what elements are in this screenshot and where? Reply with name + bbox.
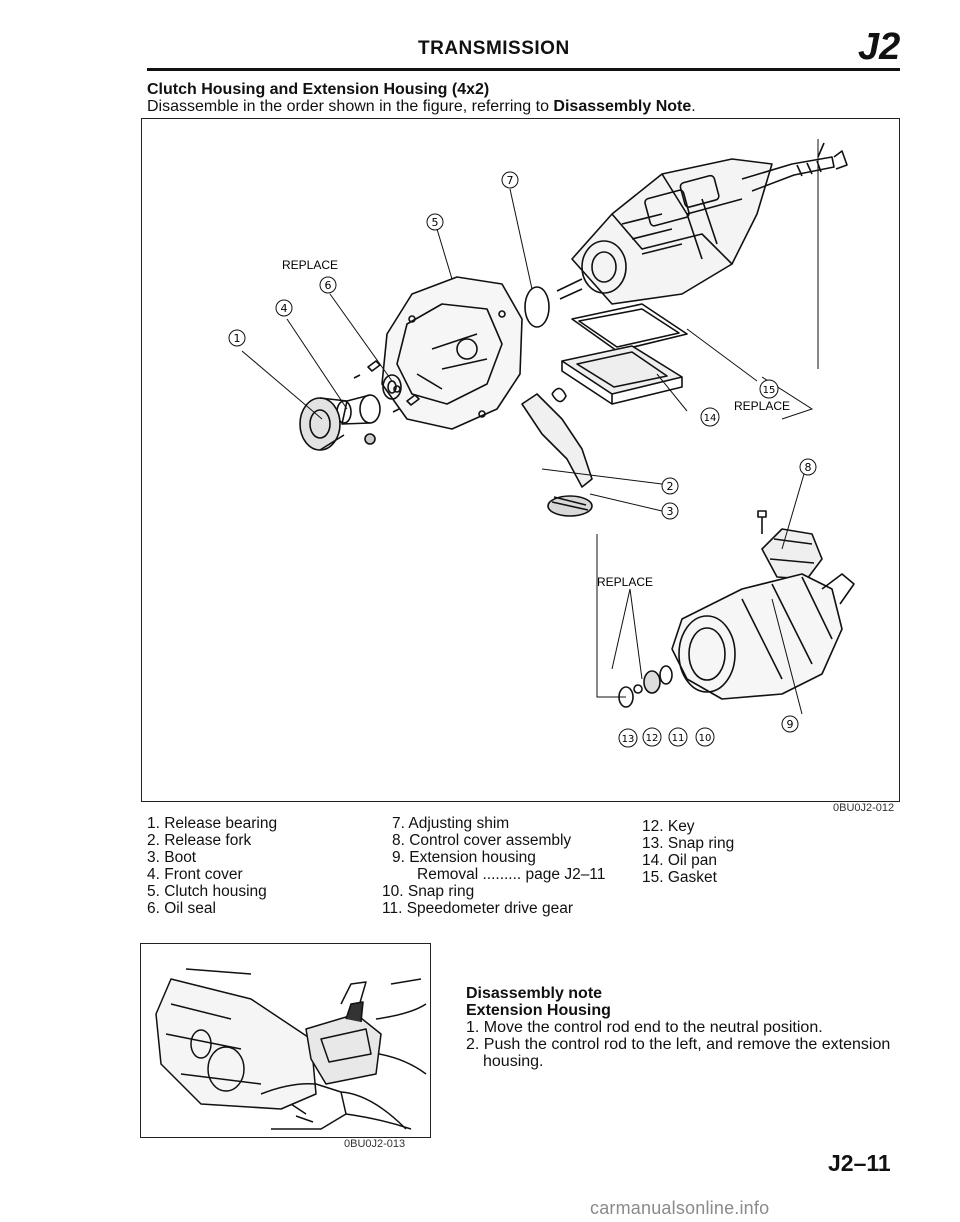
header-rule: [147, 68, 900, 71]
section-code: J2: [858, 26, 901, 68]
parts-list-item: 12. Key: [642, 818, 695, 835]
parts-list-column-1: 1. Release bearing 2. Release fork 3. Bo…: [147, 815, 277, 917]
parts-list-column-2: 7. Adjusting shim 8. Control cover assem…: [382, 815, 605, 917]
clutch-housing-drawing: [381, 276, 523, 430]
note-step: 1. Move the control rod end to the neutr…: [466, 1019, 823, 1036]
disassembly-note: Disassembly note Extension Housing 1. Mo…: [466, 985, 906, 1070]
svg-text:9: 9: [787, 718, 794, 731]
control-cover-assembly-drawing: [757, 510, 823, 580]
parts-list-item: 15. Gasket: [642, 869, 717, 886]
callout-6: 6: [319, 276, 337, 294]
callout-11: 11: [668, 727, 688, 747]
parts-list-item: 4. Front cover: [147, 866, 243, 883]
page-number: J2–11: [828, 1150, 891, 1176]
callout-4: 4: [275, 299, 293, 317]
svg-text:3: 3: [667, 505, 674, 518]
parts-list-column-3: 12. Key 13. Snap ring 14. Oil pan 15. Ga…: [642, 818, 734, 886]
callout-13: 13: [618, 728, 638, 748]
note-heading: Disassembly note: [466, 985, 603, 1002]
callout-3: 3: [661, 502, 679, 520]
svg-text:2: 2: [667, 480, 674, 493]
figure-code-main: 0BU0J2-012: [833, 802, 895, 814]
parts-list-item: 11. Speedometer drive gear: [382, 900, 573, 917]
watermark: carmanualsonline.info: [590, 1198, 770, 1218]
gasket-drawing: [571, 303, 688, 352]
parts-list-item: 6. Oil seal: [147, 900, 216, 917]
parts-list-item: 7. Adjusting shim: [392, 815, 510, 832]
section-intro: Disassemble in the order shown in the fi…: [147, 98, 696, 116]
oil-pan-drawing: [561, 345, 683, 395]
callout-9: 9: [781, 715, 799, 733]
intro-suffix: .: [691, 98, 696, 115]
svg-text:5: 5: [432, 216, 439, 229]
svg-text:6: 6: [325, 279, 332, 292]
transmission-case-drawing: [556, 142, 848, 305]
exploded-view-illustration: REPLACE REPLACE REPLACE 1 2 3 4 5 6 7 8 …: [228, 139, 855, 748]
parts-list-item: 13. Snap ring: [642, 835, 735, 852]
callout-8: 8: [799, 458, 817, 476]
callout-1: 1: [228, 329, 246, 347]
adjusting-shim-drawing: [524, 286, 550, 328]
note-subheading: Extension Housing: [466, 1002, 611, 1019]
parts-list-item: 10. Snap ring: [382, 883, 475, 900]
parts-list-item: 8. Control cover assembly: [392, 832, 572, 849]
replace-label-oil-seal: REPLACE: [282, 258, 338, 272]
replace-label-gasket: REPLACE: [734, 399, 790, 413]
svg-text:14: 14: [704, 413, 717, 424]
callout-7: 7: [501, 171, 519, 189]
svg-text:7: 7: [507, 174, 514, 187]
replace-label-snap-ring: REPLACE: [597, 575, 653, 589]
disassembly-note-figure: [140, 943, 431, 1138]
parts-list-item: 9. Extension housing: [392, 849, 536, 866]
callout-10: 10: [695, 727, 715, 747]
release-bearing-drawing: [299, 397, 348, 451]
svg-text:8: 8: [805, 461, 812, 474]
callout-5: 5: [426, 213, 444, 231]
oil-seal-drawing: [382, 374, 402, 400]
callout-12: 12: [642, 727, 662, 747]
svg-text:1: 1: [234, 332, 241, 345]
svg-text:13: 13: [622, 734, 635, 745]
section-heading: Clutch Housing and Extension Housing (4x…: [147, 81, 490, 98]
parts-list-item-subline: Removal ......... page J2–11: [417, 866, 606, 883]
svg-text:12: 12: [646, 733, 659, 744]
callout-15: 15: [759, 379, 779, 399]
parts-list-item: 3. Boot: [147, 849, 197, 866]
svg-text:15: 15: [763, 385, 776, 396]
exploded-view-figure: REPLACE REPLACE REPLACE 1 2 3 4 5 6 7 8 …: [141, 118, 900, 802]
svg-text:11: 11: [672, 733, 685, 744]
extension-housing-removal-illustration: [155, 968, 427, 1130]
parts-list-item: 2. Release fork: [147, 832, 252, 849]
svg-text:4: 4: [281, 302, 288, 315]
release-fork-drawing: [521, 393, 593, 488]
extension-housing-drawing: [671, 573, 855, 700]
parts-list-item: 14. Oil pan: [642, 852, 717, 869]
callout-2: 2: [661, 477, 679, 495]
callout-14: 14: [700, 407, 720, 427]
front-cover-drawing: [336, 394, 381, 425]
intro-reference: Disassembly Note: [553, 98, 692, 115]
page-header-title: TRANSMISSION: [418, 38, 570, 59]
intro-text: Disassemble in the order shown in the fi…: [147, 98, 554, 115]
parts-list-item: 5. Clutch housing: [147, 883, 267, 900]
note-step: 2. Push the control rod to the left, and…: [466, 1036, 891, 1070]
figure-code-note: 0BU0J2-013: [344, 1138, 406, 1150]
svg-text:10: 10: [699, 733, 712, 744]
snap-ring-and-gear-drawing: [618, 665, 673, 708]
parts-list-item: 1. Release bearing: [147, 815, 278, 832]
